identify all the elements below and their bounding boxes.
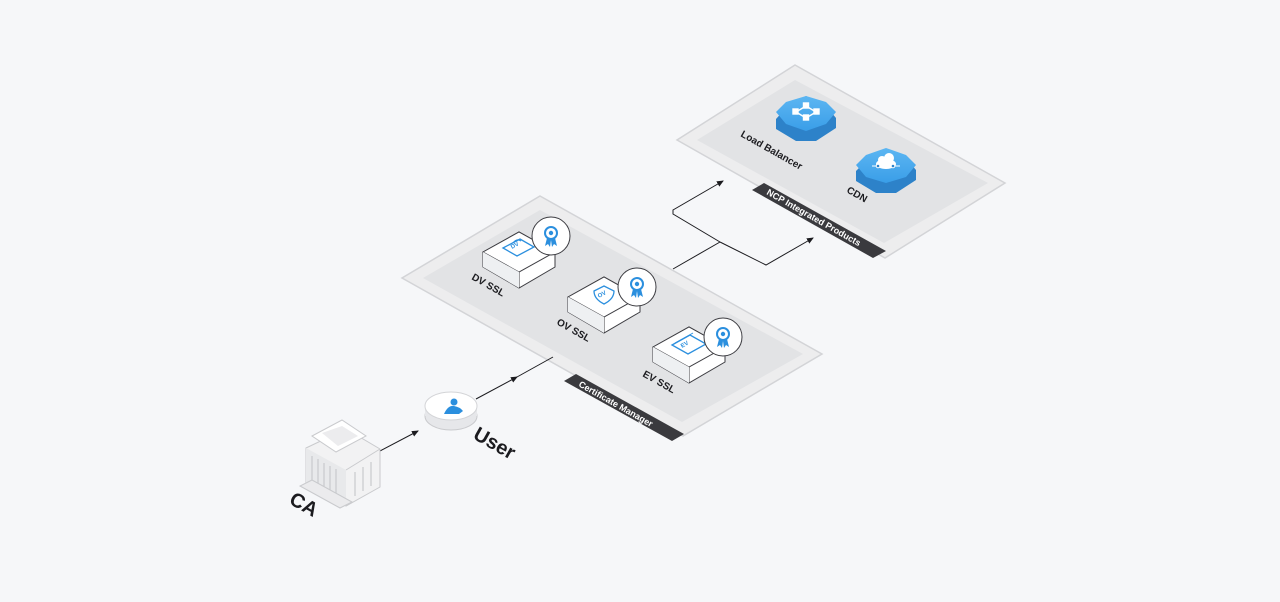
manager-trunk-line [672, 241, 721, 270]
dv-badge-text: DV [510, 241, 520, 250]
user-label: User [470, 423, 520, 464]
shield-icon: OV [593, 285, 615, 305]
user-to-manager-arrow [475, 376, 518, 400]
bank-building-icon [298, 419, 381, 509]
award-medal-icon [531, 216, 571, 256]
to-cdn-arrow [719, 237, 814, 266]
user-to-manager-line [516, 356, 554, 378]
user-icon [444, 398, 463, 414]
cdn-node[interactable]: CDN [845, 148, 916, 205]
user-node[interactable]: User [424, 391, 520, 464]
ev-ssl-node[interactable]: EV EV SSL [641, 317, 743, 396]
lock-icon: DV [501, 238, 536, 257]
ev-badge-text: EV [680, 341, 690, 350]
ov-ssl-node[interactable]: OV OV SSL [555, 267, 657, 345]
ca-node[interactable]: CA [286, 419, 381, 522]
dv-ssl-node[interactable]: DV DV SSL [470, 216, 571, 299]
ca-to-user-arrow [379, 430, 419, 452]
to-load-balancer-arrow [672, 180, 724, 243]
ov-badge-text: OV [597, 290, 607, 299]
connector-lines [379, 180, 814, 452]
cloud-icon [872, 153, 900, 169]
ncp-products-platform [675, 64, 1007, 259]
award-medal-icon [617, 267, 657, 307]
network-icon [792, 102, 820, 121]
award-medal-icon [703, 317, 743, 357]
